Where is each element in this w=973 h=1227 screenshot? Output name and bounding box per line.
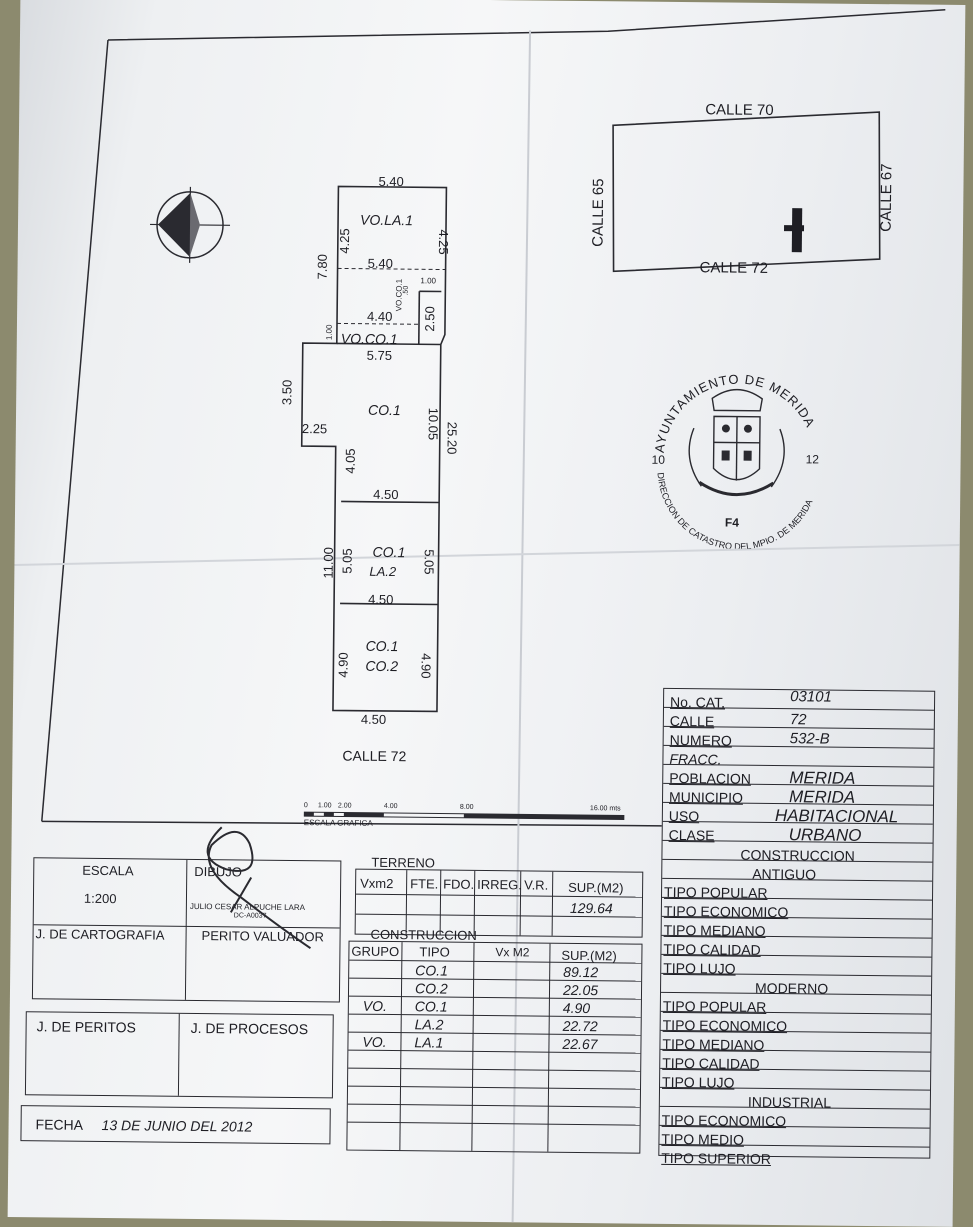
terreno-header-vxm2: Vxm2 <box>360 876 393 891</box>
fecha-block: FECHA 13 DE JUNIO DEL 2012 <box>20 1105 330 1144</box>
terreno-header-fte: FTE. <box>410 876 438 891</box>
terreno-header-sup: SUP.(M2) <box>568 880 624 896</box>
fecha-label: FECHA <box>36 1116 84 1132</box>
construccion-row-1-sup: 22.05 <box>563 982 598 998</box>
construccion-row-3-sup: 22.72 <box>563 1018 598 1034</box>
terreno-sup-value: 129.64 <box>570 900 613 916</box>
construccion-row-4-sup: 22.67 <box>562 1036 597 1052</box>
construccion-row-0-sup: 89.12 <box>563 964 598 980</box>
fecha-value: 13 DE JUNIO DEL 2012 <box>102 1117 253 1135</box>
peritos-procesos-block: J. DE PERITOS J. DE PROCESOS <box>25 1011 334 1098</box>
construccion-row-1-tipo: CO.2 <box>415 980 448 996</box>
construccion-row-3-tipo: LA.2 <box>415 1016 444 1032</box>
construccion-header-tipo: TIPO <box>419 944 449 959</box>
document-sheet: 5.40 VO.LA.1 4.25 4.25 7.80 5.40 1.00 .5… <box>8 0 966 1227</box>
construccion-table: GRUPO TIPO Vx M2 SUP.(M2) CO.1 89.12 CO.… <box>346 941 642 1154</box>
construccion-header-sup: SUP.(M2) <box>561 948 617 964</box>
construccion-header-vxm2: Vx M2 <box>495 945 529 959</box>
terreno-header-irreg: IRREG. <box>477 877 522 892</box>
peritos-label: J. DE PERITOS <box>37 1018 136 1035</box>
construccion-row-2-sup: 4.90 <box>563 1000 590 1016</box>
terreno-header-vr: V.R. <box>524 877 548 892</box>
construccion-row-2-tipo: CO.1 <box>415 998 448 1014</box>
construccion-row-0-tipo: CO.1 <box>415 962 448 978</box>
construccion-header-grupo: GRUPO <box>351 944 399 959</box>
construccion-row-4-grupo: VO. <box>362 1034 386 1050</box>
construccion-row-4-tipo: LA.1 <box>414 1034 443 1050</box>
procesos-label: J. DE PROCESOS <box>191 1020 309 1037</box>
construccion-row-2-grupo: VO. <box>363 998 387 1014</box>
terreno-header-fdo: FDO. <box>443 877 474 892</box>
